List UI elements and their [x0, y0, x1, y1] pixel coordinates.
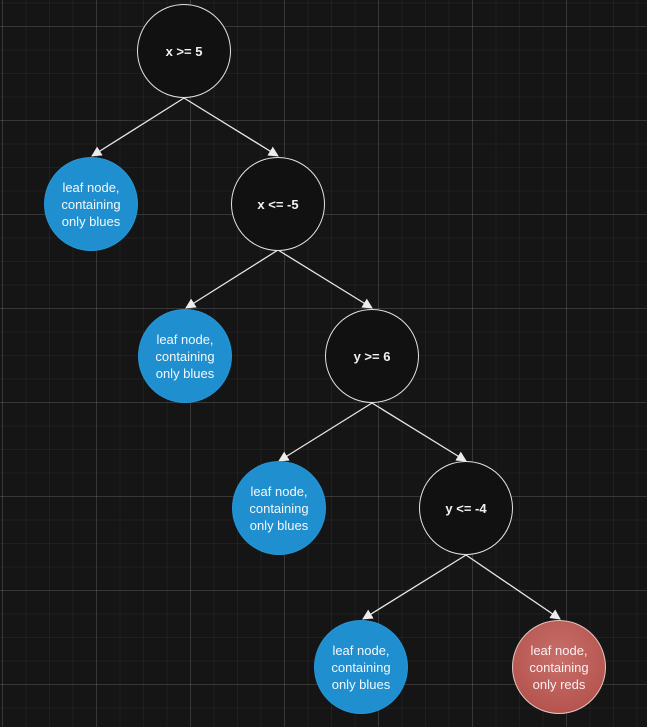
- edge-split-2-to-leaf-2: [185, 249, 279, 309]
- decision-node-root[interactable]: x >= 5: [137, 4, 231, 98]
- decision-node-label: x <= -5: [257, 196, 299, 212]
- leaf-node-blue-1[interactable]: leaf node, containing only blues: [44, 157, 138, 251]
- leaf-node-blue-3[interactable]: leaf node, containing only blues: [232, 461, 326, 555]
- leaf-node-label: leaf node, containing only blues: [249, 483, 309, 533]
- leaf-node-red[interactable]: leaf node, containing only reds: [512, 620, 606, 714]
- leaf-node-label: leaf node, containing only blues: [155, 331, 215, 381]
- leaf-node-label: leaf node, containing only blues: [331, 642, 391, 692]
- decision-node-label: y <= -4: [445, 500, 487, 516]
- edge-split-4-to-leaf-5: [465, 554, 561, 620]
- leaf-node-blue-2[interactable]: leaf node, containing only blues: [138, 309, 232, 403]
- leaf-node-label: leaf node, containing only reds: [529, 642, 589, 692]
- edge-split-3-to-split-4: [371, 402, 467, 462]
- decision-node-3[interactable]: y >= 6: [325, 309, 419, 403]
- leaf-node-label: leaf node, containing only blues: [61, 179, 121, 229]
- edge-root-to-leaf-1: [91, 97, 185, 157]
- decision-node-4[interactable]: y <= -4: [419, 461, 513, 555]
- decision-node-label: x >= 5: [165, 43, 203, 59]
- edge-root-to-split-2: [183, 97, 279, 157]
- decision-node-label: y >= 6: [353, 348, 391, 364]
- edge-split-3-to-leaf-3: [278, 402, 373, 462]
- edge-split-4-to-leaf-4: [362, 554, 467, 620]
- decision-node-2[interactable]: x <= -5: [231, 157, 325, 251]
- edge-split-2-to-split-3: [277, 249, 373, 309]
- leaf-node-blue-4[interactable]: leaf node, containing only blues: [314, 620, 408, 714]
